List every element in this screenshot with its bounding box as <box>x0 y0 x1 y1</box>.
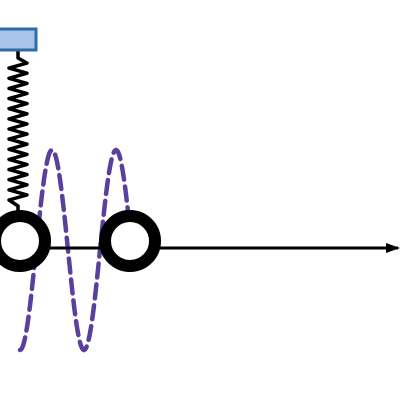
mass-left <box>0 210 51 272</box>
mass-right <box>99 210 161 272</box>
fixed-support <box>0 27 38 52</box>
dashed-wave <box>17 147 131 353</box>
spring <box>7 50 29 212</box>
